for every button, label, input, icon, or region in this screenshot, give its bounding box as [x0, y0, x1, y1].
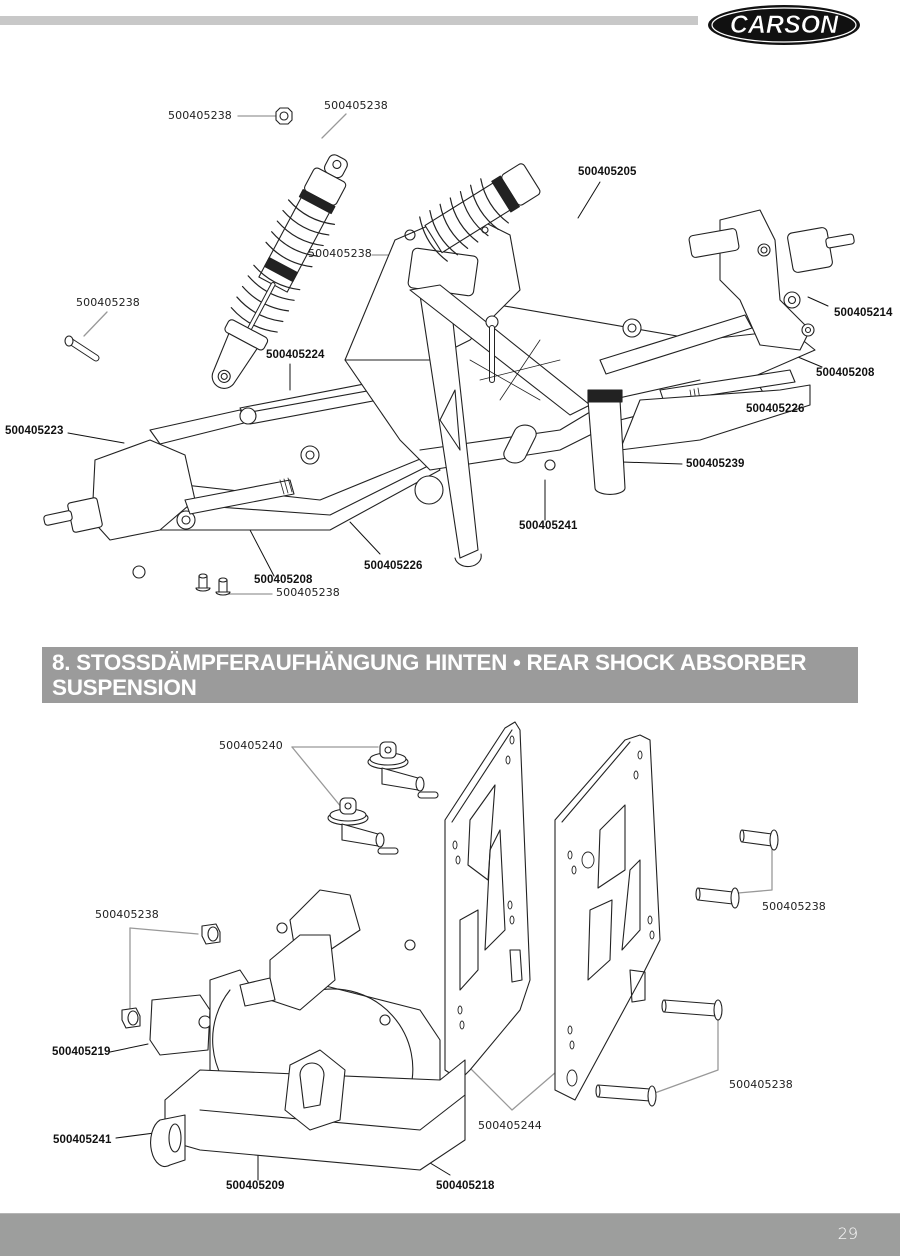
- part-callout: 500405238: [276, 586, 340, 599]
- rear-shock-tower-exploded-diagram: [0, 710, 900, 1210]
- screw-part: [595, 829, 779, 1107]
- footer-bar: 29: [0, 1213, 900, 1256]
- section-title: 8. STOSSDÄMPFERAUFHÄNGUNG HINTEN • REAR …: [42, 647, 858, 703]
- part-callout: 500405226: [746, 403, 805, 415]
- part-callout: 500405208: [816, 367, 875, 379]
- shock-tower-plate: [554, 734, 661, 1101]
- part-callout: 500405238: [95, 908, 159, 921]
- part-callout: 500405209: [226, 1180, 285, 1192]
- part-callout: 500405238: [324, 99, 388, 112]
- ball-stud-part: [367, 741, 439, 799]
- gearbox-housing: [149, 889, 466, 1171]
- part-callout: 500405238: [168, 109, 232, 122]
- chassis-body: [43, 163, 855, 579]
- page-number: 29: [837, 1224, 858, 1243]
- part-callout: 500405239: [686, 458, 745, 470]
- brand-text: CARSON: [730, 11, 839, 39]
- part-callout: 500405238: [76, 296, 140, 309]
- nut-part: [121, 1007, 141, 1029]
- part-callout: 500405241: [53, 1134, 112, 1146]
- rear-suspension-assembly-diagram: [0, 60, 900, 620]
- part-callout: 500405238: [308, 247, 372, 260]
- part-callout: 500405223: [5, 425, 64, 437]
- part-callout: 500405244: [478, 1119, 542, 1132]
- part-callout: 500405241: [519, 520, 578, 532]
- part-callout: 500405238: [729, 1078, 793, 1091]
- part-callout: 500405224: [266, 349, 325, 361]
- part-callout: 500405240: [219, 739, 283, 752]
- part-callout: 500405219: [52, 1046, 111, 1058]
- nut-part: [275, 107, 293, 125]
- carson-logo: CARSON: [706, 3, 862, 47]
- part-callout: 500405208: [254, 574, 313, 586]
- screw-parts: [195, 573, 231, 596]
- part-callout: 500405205: [578, 166, 637, 178]
- nut-part: [201, 923, 221, 945]
- pin-part: [64, 335, 100, 362]
- shock-absorber-part: [211, 154, 348, 389]
- part-callout: 500405238: [762, 900, 826, 913]
- ball-stud-part: [327, 797, 399, 855]
- header-rule: [0, 16, 698, 25]
- shock-tower-plate: [444, 721, 531, 1081]
- part-callout: 500405226: [364, 560, 423, 572]
- part-callout: 500405214: [834, 307, 893, 319]
- part-callout: 500405218: [436, 1180, 495, 1192]
